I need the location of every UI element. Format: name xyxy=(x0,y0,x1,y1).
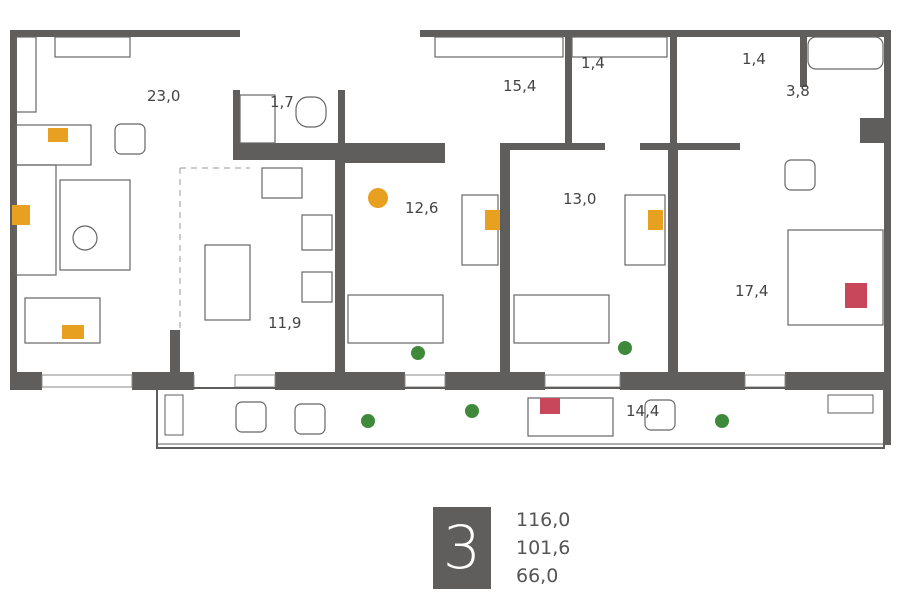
room-area-hallway: 15,4 xyxy=(503,77,536,95)
total-area: 116,0 xyxy=(516,509,571,531)
room-area-balcony: 14,4 xyxy=(626,402,659,420)
area-without-balcony: 101,6 xyxy=(516,537,571,559)
room-area-master-bedroom: 17,4 xyxy=(735,282,768,300)
room-area-bathroom: 3,8 xyxy=(786,82,810,100)
walls xyxy=(10,30,891,445)
living-area: 66,0 xyxy=(516,565,559,587)
rooms-count-badge: 3 xyxy=(433,507,491,589)
accent-pillows xyxy=(12,128,867,414)
furniture xyxy=(15,36,884,437)
room-area-closet-1: 1,4 xyxy=(581,54,605,72)
room-area-closet-2: 1,4 xyxy=(742,50,766,68)
area-summary: 116,0 101,6 66,0 xyxy=(516,506,570,590)
room-area-wc: 1,7 xyxy=(270,93,294,111)
kitchen-divider xyxy=(179,167,250,330)
balcony-outline xyxy=(156,387,885,449)
plants xyxy=(361,341,729,428)
room-area-bedroom-2: 13,0 xyxy=(563,190,596,208)
room-area-living: 23,0 xyxy=(147,87,180,105)
room-area-bedroom-1: 12,6 xyxy=(405,199,438,217)
room-area-kitchen: 11,9 xyxy=(268,314,301,332)
